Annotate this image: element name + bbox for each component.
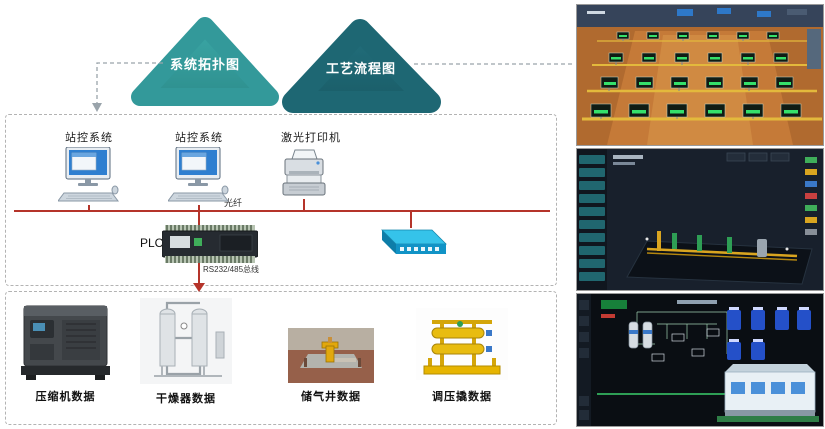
plc-label: PLC	[140, 236, 164, 250]
arrow-head-topology	[92, 103, 102, 112]
station-3d-hmi-art	[577, 149, 823, 290]
plc-icon	[162, 225, 258, 263]
regulating-skid-data-label: 调压撬数据	[432, 391, 492, 403]
gas-well-data-label: 储气井数据	[301, 391, 361, 403]
well-field-hmi-art	[577, 5, 823, 145]
network-switch-icon	[381, 229, 447, 254]
station-control-label-2: 站控系统	[175, 132, 223, 144]
laser-printer-label: 激光打印机	[281, 132, 341, 144]
tab-process-flow: 工艺流程图	[325, 61, 396, 76]
station-control-label-1: 站控系统	[65, 132, 113, 144]
dryer-data-label: 干燥器数据	[156, 393, 216, 405]
pressure-regulating-skid-image	[416, 308, 508, 380]
process-flow-hmi-art	[577, 294, 823, 426]
control-building	[717, 364, 819, 422]
fiber-label: 光纤	[224, 198, 243, 208]
screen-process-flow-hmi	[576, 293, 824, 427]
screen-station-3d-hmi	[576, 148, 824, 291]
laser-printer-icon	[282, 149, 326, 196]
field-equipment-box	[5, 291, 557, 425]
tab-system-topology: 系统拓扑图	[169, 57, 240, 72]
rs485-bus-label: RS232/485总线	[203, 265, 260, 274]
gas-storage-well-image	[288, 328, 374, 383]
compressor-data-label: 压缩机数据	[35, 391, 96, 403]
compressor-image	[21, 305, 110, 380]
screen-well-field-hmi	[576, 4, 824, 146]
dryer-image	[140, 298, 232, 384]
workstation-icon-1	[58, 147, 119, 202]
network-topology-box	[5, 114, 557, 286]
workstation-icon-2	[168, 147, 229, 202]
